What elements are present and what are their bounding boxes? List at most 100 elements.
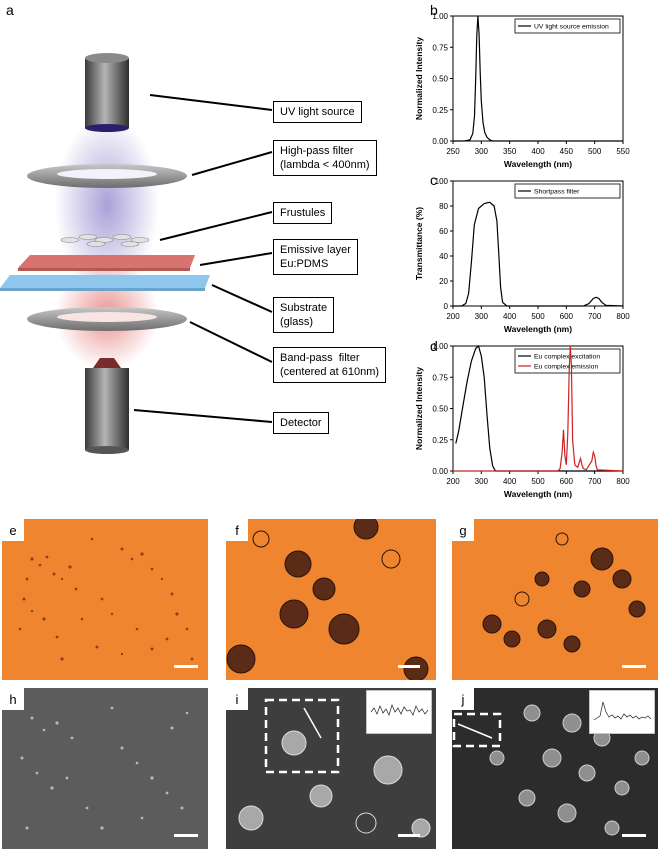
x-tick-label: 400 [531, 147, 545, 156]
scale-bar [174, 834, 198, 837]
x-tick-label: 200 [446, 312, 460, 321]
label-band-pass-filter: Band-pass filter (centered at 610nm) [273, 347, 387, 383]
series-line [455, 344, 623, 472]
x-tick-label: 700 [588, 312, 602, 321]
y-tick-label: 0.00 [432, 467, 448, 476]
panel-letter-g: g [452, 519, 474, 541]
frustule-discs [482, 532, 646, 653]
series-line [453, 345, 624, 472]
label-emissive-layer: Emissive layer Eu:PDMS [273, 239, 358, 275]
y-tick-label: 80 [439, 202, 448, 211]
inset-plot [589, 690, 655, 734]
y-tick-label: 20 [439, 277, 448, 286]
legend-label: Shortpass filter [534, 189, 580, 196]
x-tick-label: 200 [446, 477, 460, 486]
inset-plot [366, 690, 432, 734]
frustule-discs [452, 704, 650, 836]
frustule-discs [226, 519, 429, 680]
scale-bar [622, 665, 646, 668]
scale-bar [622, 834, 646, 837]
label-uv-light-source: UV light source [273, 101, 362, 123]
x-tick-label: 600 [560, 312, 574, 321]
y-tick-label: 0.50 [432, 405, 448, 414]
substrate-glass [0, 275, 210, 288]
roi-box [452, 712, 502, 748]
y-tick-label: 0.25 [432, 436, 448, 445]
label-frustules: Frustules [273, 202, 333, 224]
legend-label: Eu complex excitation [534, 354, 600, 361]
scale-bar [174, 665, 198, 668]
y-axis-label: Normalized Intensity [414, 367, 424, 450]
line-profile [303, 707, 322, 739]
y-tick-label: 0 [444, 302, 449, 311]
x-tick-label: 500 [531, 477, 545, 486]
label-high-pass-filter: High-pass filter (lambda < 400nm) [273, 140, 377, 176]
x-tick-label: 250 [446, 147, 460, 156]
series-line [453, 201, 624, 307]
panel-letter-e: e [2, 519, 24, 541]
y-tick-label: 1.00 [432, 342, 448, 351]
scale-bar [398, 665, 420, 668]
particle-speckles [18, 537, 194, 661]
detector [85, 358, 129, 454]
particle-speckles [20, 706, 189, 830]
frustules [60, 234, 150, 247]
x-tick-label: 400 [503, 477, 517, 486]
y-tick-label: 60 [439, 227, 448, 236]
x-tick-label: 300 [475, 312, 489, 321]
scale-bar [398, 834, 420, 837]
band-pass-filter [27, 307, 187, 331]
setup-schematic [0, 53, 273, 454]
panel-letter-d: d [430, 338, 438, 354]
x-tick-label: 500 [531, 312, 545, 321]
x-tick-label: 600 [560, 477, 574, 486]
micrograph-j [452, 688, 658, 849]
y-tick-label: 40 [439, 252, 448, 261]
y-tick-label: 0.50 [432, 75, 448, 84]
y-tick-label: 1.00 [432, 12, 448, 21]
micrograph-e [2, 519, 208, 680]
y-axis-label: Transmittance (%) [414, 207, 424, 280]
legend-box [514, 183, 621, 199]
y-tick-label: 0.00 [432, 137, 448, 146]
y-axis-label: Normalized Intensity [414, 37, 424, 120]
y-tick-label: 0.75 [432, 43, 448, 52]
legend-label: Eu complex emission [534, 364, 598, 371]
x-tick-label: 550 [616, 147, 630, 156]
label-detector: Detector [273, 412, 329, 434]
legend-label: UV light source emission [534, 24, 609, 31]
x-axis-label: Wavelength (nm) [504, 489, 572, 499]
legend-box [514, 18, 621, 34]
panel-letter-b: b [430, 2, 438, 18]
emissive-layer [18, 255, 195, 268]
x-tick-label: 500 [588, 147, 602, 156]
y-tick-label: 0.25 [432, 106, 448, 115]
micrograph-g [452, 519, 658, 680]
line-profile [457, 723, 493, 739]
x-tick-label: 800 [616, 477, 630, 486]
plot-frame [452, 180, 624, 307]
x-tick-label: 700 [588, 477, 602, 486]
uv-beam [55, 115, 159, 295]
roi-box [264, 698, 340, 774]
legend-box [514, 348, 621, 374]
x-tick-label: 350 [503, 147, 517, 156]
series-line [453, 15, 623, 142]
micrograph-i [226, 688, 436, 849]
panel-letter-a: a [6, 2, 14, 18]
y-tick-label: 0.75 [432, 373, 448, 382]
panel-letter-j: j [452, 688, 474, 710]
x-tick-label: 800 [616, 312, 630, 321]
leader-lines [133, 94, 273, 423]
high-pass-filter [27, 164, 187, 188]
label-substrate: Substrate (glass) [273, 297, 335, 333]
panel-letter-f: f [226, 519, 248, 541]
panel-letter-i: i [226, 688, 248, 710]
uv-light-source [85, 53, 129, 132]
x-axis-label: Wavelength (nm) [504, 324, 572, 334]
panel-letter-c: c [430, 172, 437, 188]
x-axis-label: Wavelength (nm) [504, 159, 572, 169]
